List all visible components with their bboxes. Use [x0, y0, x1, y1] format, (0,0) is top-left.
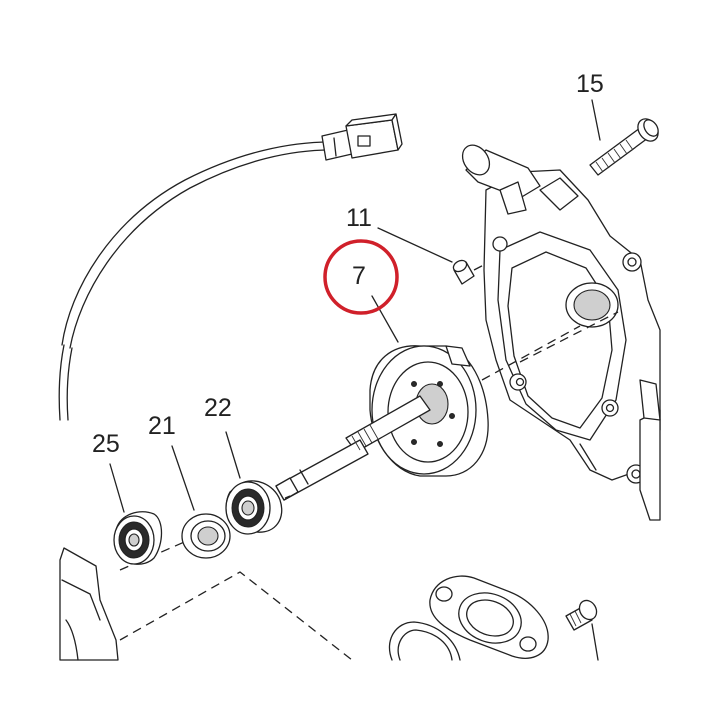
engine-case [59, 547, 353, 661]
cover-screw [565, 599, 599, 661]
sensor-cable [58, 141, 331, 421]
axis-line-mid [519, 311, 619, 363]
o-ring [388, 621, 461, 661]
bearing-22 [225, 431, 283, 535]
oil-seal-25 [109, 463, 163, 565]
pump-cover [429, 575, 549, 659]
seal-21 [171, 445, 231, 559]
callout-22: 22 [204, 394, 232, 422]
leader-7 [371, 295, 399, 343]
callout-15: 15 [576, 70, 604, 98]
pump-housing [461, 144, 661, 521]
callout-7: 7 [352, 262, 366, 290]
highlight-circle [323, 239, 399, 315]
callout-11: 11 [346, 204, 372, 232]
pump-shaft [275, 395, 431, 501]
callout-25: 25 [92, 430, 120, 458]
axis-line-upper [481, 325, 581, 381]
callout-21: 21 [148, 412, 176, 440]
bolt-15 [589, 99, 659, 176]
cable-connector [321, 113, 403, 161]
